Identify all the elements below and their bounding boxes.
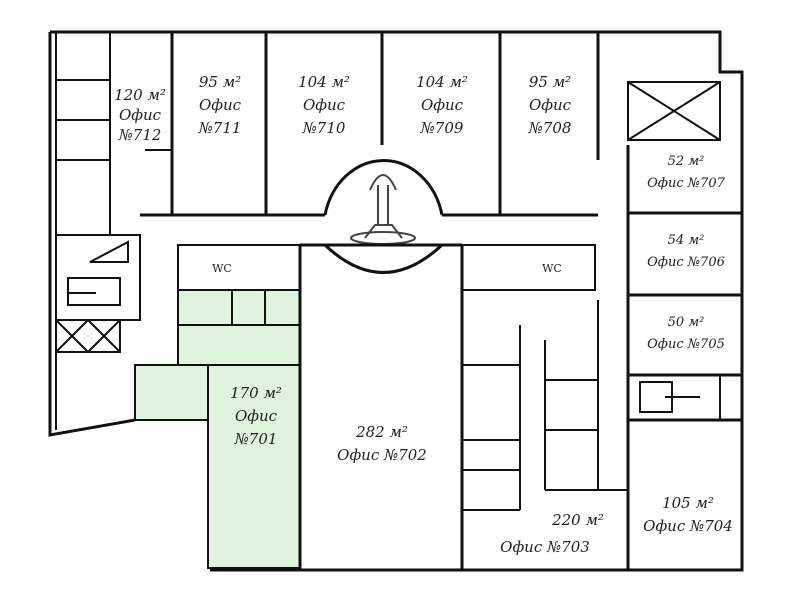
office-label-text: Офис №705 xyxy=(647,337,725,352)
office-label-text: 104 м² xyxy=(416,73,468,91)
office-710[interactable]: 104 м² Офис №710 xyxy=(298,73,350,137)
lift-icon xyxy=(55,319,121,353)
wc-left-label: WC xyxy=(212,262,232,275)
office-label-text: 120 м² xyxy=(114,86,166,104)
top-office-walls xyxy=(56,32,600,274)
office-label-text: 282 м² xyxy=(355,423,408,441)
office-709[interactable]: 104 м² Офис №709 xyxy=(416,73,468,137)
office-label-text: 52 м² xyxy=(668,154,705,169)
stairs-icon xyxy=(67,240,129,306)
office-703-partitions xyxy=(462,300,628,511)
office-label-text: №701 xyxy=(234,430,278,448)
office-label-text: Офис xyxy=(119,106,162,124)
office-label-text: Офис xyxy=(235,407,278,425)
office-label-text: 50 м² xyxy=(668,315,705,330)
office-label-text: Офис №706 xyxy=(647,255,725,270)
office-707[interactable]: 52 м² Офис №707 xyxy=(647,154,725,191)
office-701-area[interactable] xyxy=(134,289,301,569)
office-711[interactable]: 95 м² Офис №711 xyxy=(198,73,242,137)
office-label-text: Офис №704 xyxy=(643,517,733,535)
office-label-text: Офис xyxy=(529,96,572,114)
fountain-icon xyxy=(350,174,416,245)
office-702[interactable]: 282 м² Офис №702 xyxy=(337,423,427,464)
office-label-text: 220 м² xyxy=(551,511,604,529)
office-label-text: 95 м² xyxy=(199,73,241,91)
office-label-text: №710 xyxy=(302,119,346,137)
office-703[interactable]: 220 м² Офис №703 xyxy=(500,511,604,556)
office-705[interactable]: 50 м² Офис №705 xyxy=(647,315,725,352)
office-label-text: №712 xyxy=(118,126,162,144)
office-label-text: 104 м² xyxy=(298,73,350,91)
outer-wall xyxy=(48,30,744,572)
stairs-arrow-icon xyxy=(639,381,700,413)
office-708[interactable]: 95 м² Офис №708 xyxy=(528,73,572,137)
office-label-text: 170 м² xyxy=(230,384,282,402)
office-label-text: Офис xyxy=(421,96,464,114)
office-label-text: Офис №702 xyxy=(337,446,427,464)
office-label-text: №709 xyxy=(420,119,464,137)
office-label-text: Офис xyxy=(199,96,242,114)
office-label-text: 105 м² xyxy=(662,494,714,512)
office-label-text: №711 xyxy=(198,119,242,137)
wc-left xyxy=(177,244,301,291)
office-label-text: 54 м² xyxy=(668,233,705,248)
elevator-icon xyxy=(627,81,721,141)
office-label-text: №708 xyxy=(528,119,572,137)
wc-right-label: WC xyxy=(542,262,562,275)
office-label-text: 95 м² xyxy=(529,73,571,91)
office-label-text: Офис №707 xyxy=(647,176,725,191)
office-706[interactable]: 54 м² Офис №706 xyxy=(647,233,725,270)
office-label-text: Офис №703 xyxy=(500,538,590,556)
office-712[interactable]: 120 м² Офис №712 xyxy=(114,86,166,144)
wc-right xyxy=(461,244,596,291)
office-701[interactable]: 170 м² Офис №701 xyxy=(230,384,282,448)
office-label-text: Офис xyxy=(303,96,346,114)
office-704[interactable]: 105 м² Офис №704 xyxy=(643,494,733,535)
